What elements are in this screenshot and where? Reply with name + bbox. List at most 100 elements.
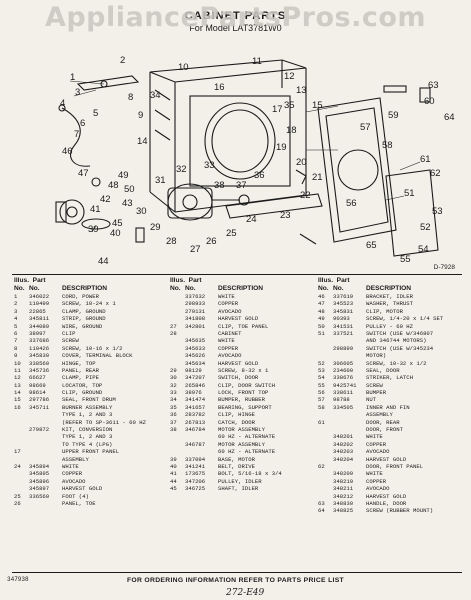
divider [12,274,462,275]
part-no: 98669 [29,381,46,389]
part-description: WASHER, THRUST [366,300,413,308]
callout-label: 48 [108,180,119,191]
callout-label: 40 [110,228,121,239]
part-description: HARVEST GOLD [218,315,259,323]
part-no: 98614 [29,389,46,397]
front-door [317,97,397,243]
illus-no: 27 [170,322,177,330]
part-description: HARVEST GOLD [366,492,407,500]
illus-no: 47 [318,300,325,308]
part-no: 348202 [333,440,354,448]
part-no: 348201 [333,433,354,441]
illus-no: 38 [170,426,177,434]
part-description: WHITE [218,293,235,300]
part-no: 346787 [185,440,206,448]
parts-row: 345634 HARVEST GOLD [170,360,318,367]
callout-label: 9 [138,110,143,121]
parts-row: DOOR, FRONT [318,426,466,433]
callout-label: 43 [122,198,133,209]
part-description: MOTOR ASSEMBLY [218,440,265,448]
part-no: 348204 [333,455,354,463]
part-description: CLIP, GROUND [62,389,103,397]
part-no: 22865 [29,307,46,315]
part-no: 341241 [185,462,206,470]
parts-row: (REFER TO SP-3611 - 60 HZ [14,419,162,426]
part-description: CLIP, MOTOR [366,307,403,315]
part-description: WHITE [62,462,79,470]
callout-label: 11 [252,56,262,67]
callout-label: 10 [178,62,189,73]
part-description: BOLT, 5/16-18 x 3/4 [218,470,282,478]
illus-no: 35 [170,403,177,411]
illus-no: 16 [14,403,21,411]
callout-label: 37 [236,180,247,191]
callout-label: 51 [404,188,415,199]
callout-label: 23 [280,210,291,221]
part-no: 345711 [29,403,50,411]
parts-row: TO TYPE 4 (LPG) [14,441,162,448]
idler-pulley [59,199,85,225]
part-description: AVOCADO [62,477,86,485]
part-description: SWITCH (USE W/345234 [366,344,434,352]
callout-label: 53 [432,206,443,217]
callout-label: 12 [284,71,295,82]
part-description: SWITCH, DOOR [218,374,259,382]
part-description: AVOCADO [366,448,390,456]
part-no: 298933 [185,300,206,308]
part-no: 279131 [185,307,206,315]
part-description: CLIP, DOOR SWITCH [218,381,276,389]
illus-no: 5 [14,322,18,330]
part-description: ASSEMBLY [366,411,393,419]
parts-row: 60 HZ - ALTERNATE [170,433,318,440]
callout-label: 34 [150,90,161,101]
illus-no: 58 [318,403,325,411]
part-description: CLAMP, PIPE [62,374,99,382]
part-description: SCREW, 10-24 x 1 [62,300,116,308]
illus-no: 26 [14,499,21,507]
part-description: COPPER [218,344,239,352]
part-description: STRIP, GROUND [62,315,106,323]
part-description: AVOCADO [218,352,242,360]
illus-no: 32 [170,381,177,389]
part-no: 341531 [333,322,354,330]
callout-label: 64 [444,112,455,123]
illus-no: 33 [170,389,177,397]
part-no: 110499 [29,300,50,308]
callout-label: 13 [296,85,307,96]
illus-no: 9 [14,352,18,360]
parts-row: TYPE 1, 2 AND 3 [14,433,162,440]
callout-label: 33 [204,160,215,171]
part-no: 345634 [185,359,206,367]
callout-label: 42 [100,194,111,205]
part-no: 346022 [29,293,50,300]
page-title: CABINET PARTS [184,10,287,22]
part-description: STRIKER, LATCH [366,374,413,382]
part-description: WIRE, GROUND [62,322,103,330]
toe-panel [225,193,323,219]
part-description: CLIP, HINGE [218,411,255,419]
reference-number: 347938 [7,576,29,583]
illus-no: 34 [170,396,177,404]
callout-label: 44 [98,256,109,267]
ordering-note: FOR ORDERING INFORMATION REFER TO PARTS … [126,577,345,584]
callout-label: 20 [296,157,307,168]
part-description: HARVEST GOLD [218,359,259,367]
part-description: SEAL, FRONT DRUM [62,396,116,404]
column-header-cell: No. [333,285,344,292]
